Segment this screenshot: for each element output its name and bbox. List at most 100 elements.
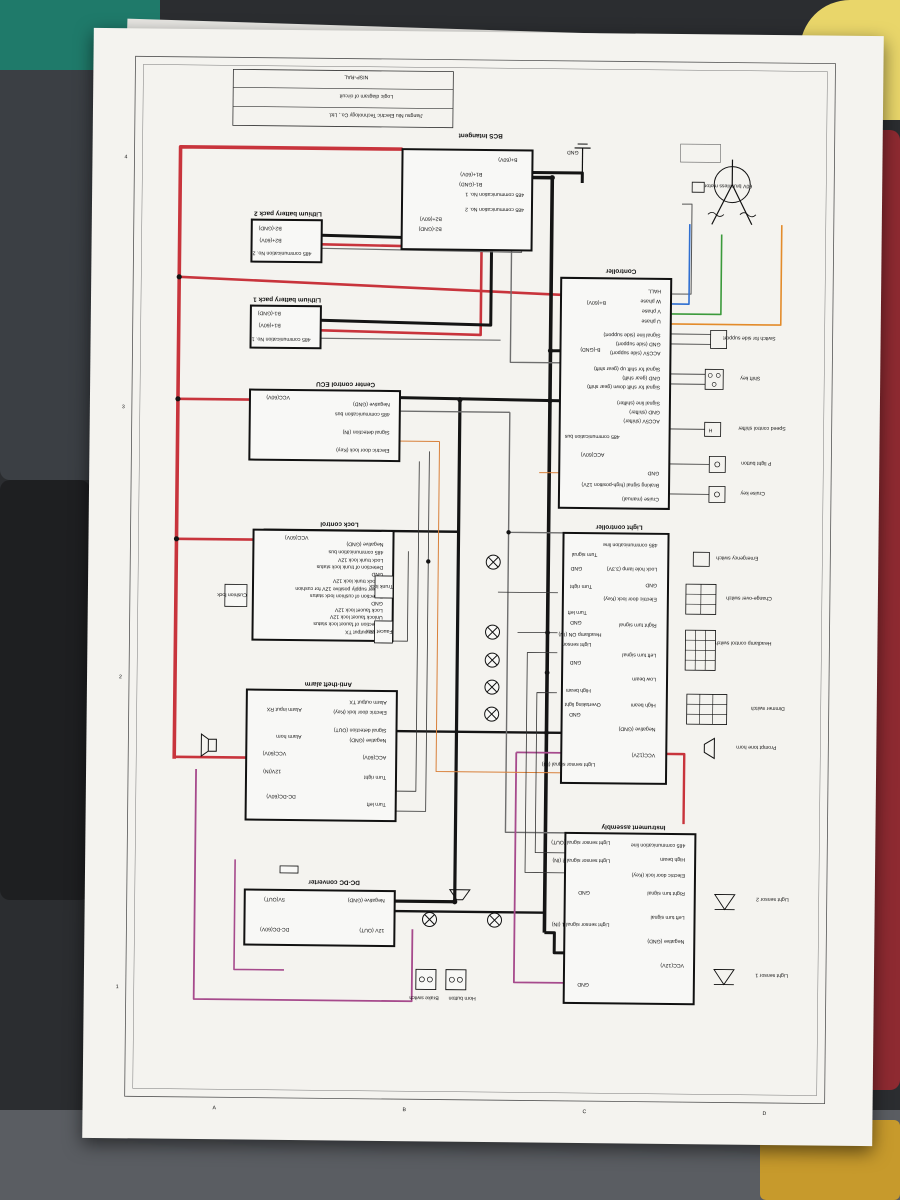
junction-dot bbox=[506, 530, 511, 535]
pin-label: GND (shifter) bbox=[629, 409, 660, 415]
component-label: Trunk lock bbox=[369, 583, 393, 589]
lamp-icon bbox=[484, 706, 500, 722]
pin-label: VCC(12V) bbox=[660, 962, 684, 968]
pin-label: Headlamp ON (IN) bbox=[558, 631, 601, 637]
pin-label: GND bbox=[569, 711, 581, 717]
junction-dot bbox=[547, 398, 553, 404]
pin-label: Lock hole lamp (3.3V) bbox=[606, 565, 657, 572]
pin-label: B1-(GND) bbox=[258, 310, 281, 316]
pin-label: 12V (OUT) bbox=[359, 927, 384, 933]
junction-dot bbox=[457, 397, 463, 403]
horn-speaker-icon bbox=[448, 889, 471, 901]
pin-label: B+(60V) bbox=[587, 299, 607, 305]
pin-label: 485 communication No. 1 bbox=[465, 191, 524, 198]
block-controller: Controller HALL W phase V phase U phase … bbox=[557, 267, 673, 510]
pin-label: GND bbox=[371, 600, 383, 606]
pin-label: Signal for shift up (gear shift) bbox=[594, 365, 661, 372]
pin-label: VCC(60V) bbox=[262, 750, 286, 756]
junction-dot bbox=[544, 670, 550, 676]
junction-dot bbox=[176, 274, 182, 280]
pin-label: Left turn signal bbox=[622, 651, 656, 657]
block-frame bbox=[244, 688, 398, 823]
pin-label: Turn right bbox=[363, 774, 386, 780]
block-title: Lock control bbox=[320, 520, 359, 527]
pin-label: Right turn signal bbox=[647, 890, 685, 896]
pin-label: 485 communication line bbox=[631, 842, 686, 849]
block-battery-2: Lithium battery pack 2 B2-(GND) B2+(60V)… bbox=[250, 210, 323, 264]
title-drawing: Logic diagram of circuit bbox=[339, 92, 393, 99]
dimmer-switch: Dimmer switch bbox=[686, 693, 785, 725]
emergency-switch: Emergency switch bbox=[692, 551, 758, 567]
component-label: Headlamp control switch bbox=[715, 639, 772, 646]
border-number: 2 bbox=[119, 674, 122, 680]
pin-label: Light sensor bbox=[563, 641, 592, 647]
pin-label: B2-(GND) bbox=[258, 225, 281, 231]
cruise-key: Cruise key bbox=[708, 485, 765, 503]
pin-label: Turn left bbox=[366, 801, 385, 807]
border-number: 4 bbox=[124, 154, 127, 160]
prompt-tone-horn: Prompt tone horn bbox=[703, 737, 776, 760]
pin-label: Left turn signal bbox=[650, 914, 684, 920]
junction-dot bbox=[544, 730, 549, 736]
pin-label: B+(60V) bbox=[498, 156, 518, 162]
pin-label: 485 communication line bbox=[603, 541, 658, 548]
junction-dot bbox=[173, 536, 180, 542]
switch-side-support: Switch for side support bbox=[710, 329, 776, 349]
pin-label: B2+(60V) bbox=[419, 215, 441, 221]
block-title: Light controller bbox=[595, 523, 642, 530]
pin-label: High beam bbox=[631, 702, 656, 708]
pin-label: Turn left bbox=[567, 609, 586, 615]
speed-shifter: H Speed control shifter bbox=[704, 421, 786, 437]
diagram-paper: A B C D 1 2 3 4 Jiangsu Niu Electric Tec… bbox=[82, 27, 884, 1147]
component-label: Cushion lock bbox=[217, 591, 247, 597]
pin-label: GND bbox=[371, 571, 383, 577]
pin-label: Signal line (shifter) bbox=[617, 399, 660, 405]
faucet-lock: Faucet lock bbox=[366, 620, 394, 644]
pin-label: Signal detection (IN) bbox=[342, 429, 389, 435]
block-light-controller: Light controller 485 communication line … bbox=[542, 523, 670, 785]
pin-label: 5V(OUT) bbox=[264, 896, 285, 902]
drawing-frame bbox=[124, 55, 836, 1105]
junction-dot bbox=[175, 396, 181, 402]
border-letter: B bbox=[402, 1107, 406, 1113]
headlamp-control-switch: Headlamp control switch bbox=[684, 629, 772, 671]
border-number: 3 bbox=[122, 404, 125, 410]
border-letter: C bbox=[582, 1109, 586, 1115]
junction-dot bbox=[549, 175, 555, 181]
pin-label: Signal line (side support) bbox=[603, 331, 660, 338]
pin-label: Light sensor signal (IN) bbox=[542, 761, 596, 768]
pin-label: High beam bbox=[660, 856, 685, 862]
pin-label: Negative (GND) bbox=[618, 725, 655, 731]
block-title: Lithium battery pack 1 bbox=[253, 296, 321, 304]
block-frame bbox=[559, 531, 670, 785]
gnd-label: GND bbox=[567, 149, 579, 155]
pin-label: VCC(60V) bbox=[285, 534, 309, 540]
pin-label: Braking signal (high-position 12V) bbox=[581, 481, 659, 488]
pin-label: Low beam bbox=[632, 676, 656, 682]
pin-label: Electric door lock (Key) bbox=[336, 446, 390, 453]
wire-hall-green bbox=[670, 234, 723, 316]
pin-label: Right turn signal bbox=[619, 621, 657, 627]
pin-label: Lock trunk lock 12V bbox=[337, 556, 383, 562]
block-dcdc-converter: DC-DC converter Negative (GND) 5V(OUT) 1… bbox=[243, 878, 396, 948]
pin-label: 485 communication No. 2 bbox=[465, 206, 524, 213]
title-block-frame bbox=[232, 68, 454, 129]
lamp-icon bbox=[484, 679, 500, 695]
lamps bbox=[422, 554, 503, 928]
block-frame bbox=[243, 888, 396, 948]
pin-label: High beam bbox=[566, 687, 591, 693]
pin-label: GND bbox=[578, 889, 590, 895]
pin-label: W phase bbox=[640, 298, 661, 304]
border-letter: D bbox=[762, 1111, 766, 1117]
pin-label: Alarm horn bbox=[276, 733, 302, 739]
horn-button: Horn button bbox=[445, 969, 476, 1001]
pin-label: Turn signal bbox=[572, 551, 598, 557]
pin-label: V phase bbox=[642, 308, 661, 314]
pin-label: B2+(60V) bbox=[259, 237, 281, 243]
pin-label: 485 communication bus bbox=[328, 548, 383, 555]
pin-label: Negative (GND) bbox=[647, 938, 684, 944]
pin-label: Electric door lock (Key) bbox=[603, 595, 657, 602]
pin-label: Electric door lock (Key) bbox=[631, 872, 685, 879]
pin-label: Lock faucet lock 12V bbox=[334, 606, 382, 613]
block-frame bbox=[557, 276, 673, 510]
